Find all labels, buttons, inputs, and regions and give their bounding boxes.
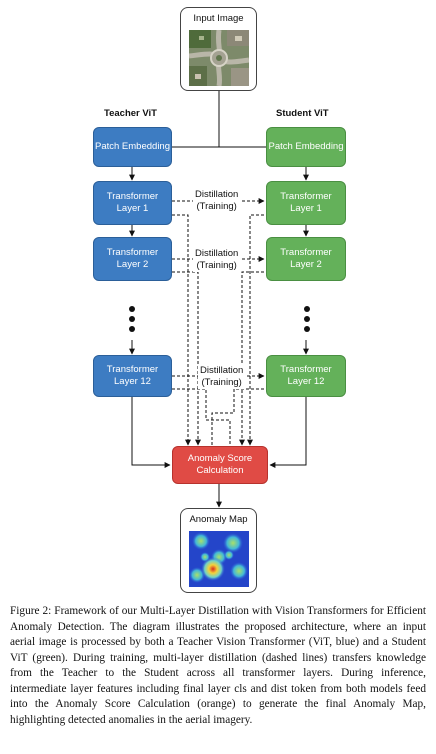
teacher-transformer-layer-1: Transformer Layer 1 (93, 181, 172, 225)
student-ellipsis (303, 306, 311, 332)
student-layer-1-label: Transformer Layer 1 (280, 191, 332, 214)
teacher-patch-embedding: Patch Embedding (93, 127, 172, 167)
teacher-layer-1-label: Transformer Layer 1 (106, 191, 159, 214)
teacher-ellipsis (128, 306, 136, 332)
anomaly-score-label: Anomaly Score Calculation (187, 453, 253, 476)
student-layer-12-label: Transformer Layer 12 (280, 364, 332, 387)
aerial-image (189, 30, 249, 86)
input-image-title: Input Image (193, 13, 244, 24)
teacher-layer-12-label: Transformer Layer 12 (106, 364, 159, 387)
student-layer-2-label: Transformer Layer 2 (280, 247, 332, 270)
distillation-label-2: Distillation (Training) (193, 248, 241, 272)
teacher-transformer-layer-12: Transformer Layer 12 (93, 355, 172, 397)
distillation-label-3: Distillation (Training) (198, 365, 246, 389)
anomaly-score-calculation: Anomaly Score Calculation (172, 446, 268, 484)
student-transformer-layer-2: Transformer Layer 2 (266, 237, 346, 281)
teacher-vit-heading: Teacher ViT (104, 108, 157, 119)
student-patch-embedding-label: Patch Embedding (268, 141, 344, 152)
anomaly-map-frame: Anomaly Map (180, 508, 257, 593)
anomaly-map-title: Anomaly Map (189, 514, 248, 525)
input-image-frame: Input Image (180, 7, 257, 91)
student-transformer-layer-12: Transformer Layer 12 (266, 355, 346, 397)
figure-caption: Figure 2: Framework of our Multi-Layer D… (10, 605, 426, 726)
teacher-transformer-layer-2: Transformer Layer 2 (93, 237, 172, 281)
distillation-label-1: Distillation (Training) (193, 189, 241, 213)
teacher-layer-2-label: Transformer Layer 2 (106, 247, 159, 270)
anomaly-heatmap (189, 531, 249, 587)
student-transformer-layer-1: Transformer Layer 1 (266, 181, 346, 225)
student-vit-heading: Student ViT (276, 108, 329, 119)
teacher-patch-embedding-label: Patch Embedding (95, 141, 170, 152)
student-patch-embedding: Patch Embedding (266, 127, 346, 167)
